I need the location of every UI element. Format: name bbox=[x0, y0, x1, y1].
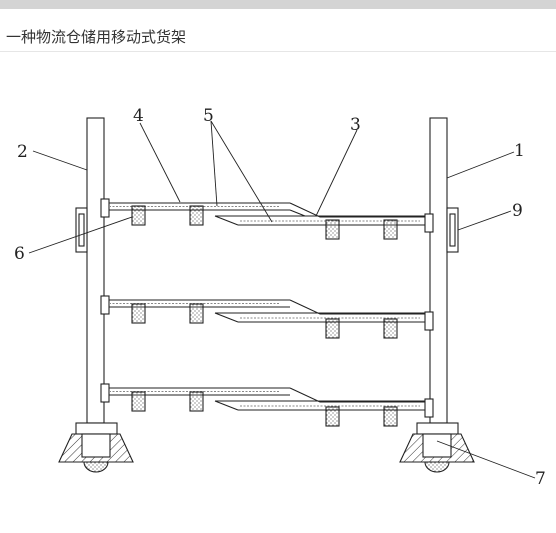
left-base bbox=[58, 422, 134, 473]
title-row: 一种物流仓储用移动式货架 bbox=[0, 9, 556, 52]
callout-6: 6 bbox=[14, 244, 25, 264]
right-base bbox=[399, 422, 475, 473]
top-bar bbox=[0, 0, 556, 9]
callout-1: 1 bbox=[514, 141, 525, 161]
callout-3: 3 bbox=[350, 115, 361, 135]
shelf-level-2 bbox=[100, 295, 434, 339]
callout-9: 9 bbox=[512, 201, 523, 221]
callout-4: 4 bbox=[133, 106, 144, 126]
page-title: 一种物流仓储用移动式货架 bbox=[6, 28, 187, 46]
shelf-level-1 bbox=[100, 198, 434, 240]
right-upright bbox=[429, 117, 448, 424]
callout-5: 5 bbox=[203, 106, 214, 126]
left-upright bbox=[86, 117, 105, 424]
leader-lines bbox=[28, 120, 536, 479]
callout-7: 7 bbox=[535, 469, 546, 489]
shelf-level-3 bbox=[100, 383, 434, 427]
left-bracket bbox=[75, 207, 88, 253]
right-bracket bbox=[446, 207, 459, 253]
callout-2: 2 bbox=[17, 142, 28, 162]
